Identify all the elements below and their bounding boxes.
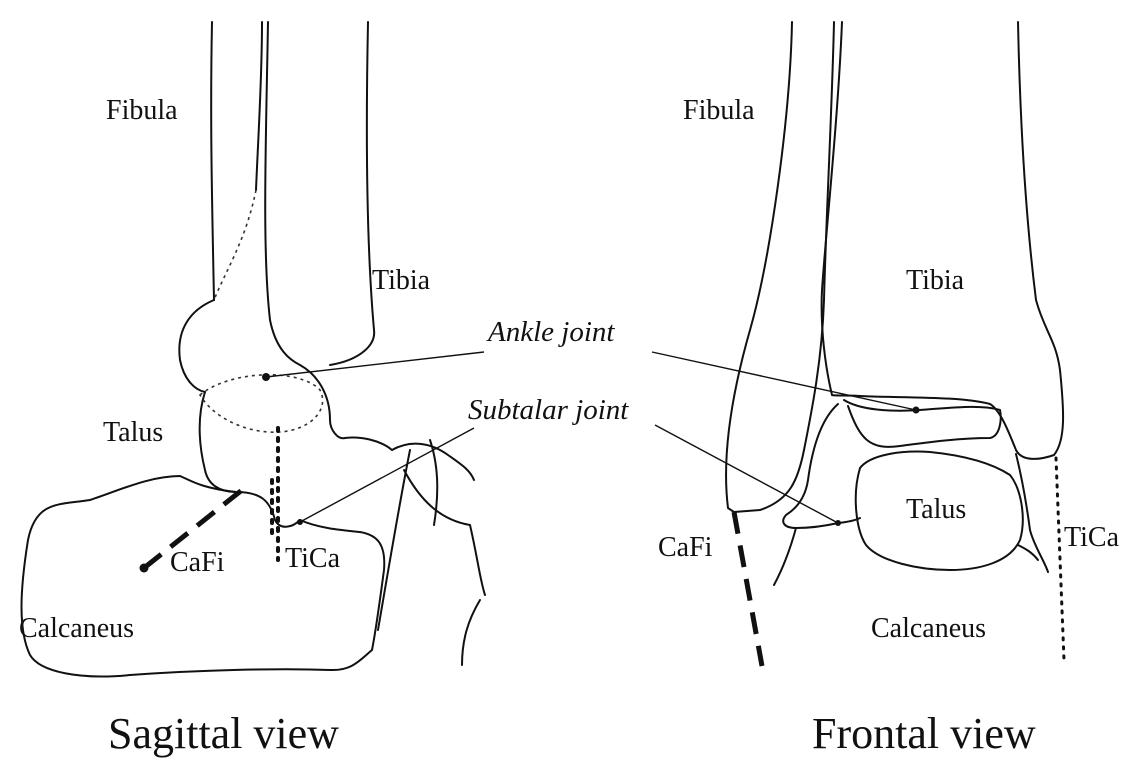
frontal-tibia-outline bbox=[820, 21, 1065, 460]
ankle-joint-leader-frontal bbox=[651, 351, 917, 411]
subtalar-joint-leader-sagittal bbox=[299, 427, 475, 523]
ankle-joint-label: Ankle joint bbox=[486, 316, 615, 348]
sagittal-cafi-line bbox=[142, 488, 244, 570]
joint-annotations: Ankle joint Subtalar joint bbox=[265, 316, 917, 524]
frontal-ankle-joint-point bbox=[912, 406, 920, 414]
sagittal-cafi-point bbox=[139, 563, 149, 573]
subtalar-joint-label: Subtalar joint bbox=[468, 394, 629, 426]
frontal-cafi-label: CaFi bbox=[658, 532, 713, 563]
frontal-view-title: Frontal view bbox=[812, 709, 1036, 758]
frontal-calcaneus-label: Calcaneus bbox=[871, 613, 986, 644]
frontal-tica-line bbox=[1054, 456, 1066, 662]
frontal-talus-outline bbox=[854, 450, 1024, 571]
frontal-view: Fibula Tibia Talus CaFi TiCa Calcaneus F… bbox=[658, 21, 1120, 758]
frontal-tibia-label: Tibia bbox=[906, 265, 965, 296]
sagittal-midfoot-outline bbox=[377, 439, 486, 666]
sagittal-fibula-outline bbox=[210, 21, 263, 301]
sagittal-view: Fibula Tibia Talus CaFi TiCa Calcaneus S… bbox=[19, 21, 486, 758]
sagittal-ankle-joint-hidden bbox=[198, 374, 324, 433]
frontal-cafi-line bbox=[731, 511, 765, 667]
sagittal-tibia-label: Tibia bbox=[372, 265, 431, 296]
frontal-subtalar-joint-point bbox=[835, 520, 841, 526]
sagittal-fibula-hidden-edge bbox=[213, 189, 257, 301]
frontal-calcaneus-edge bbox=[1017, 544, 1039, 561]
sagittal-fibula-label: Fibula bbox=[106, 95, 178, 126]
sagittal-tica-label: TiCa bbox=[285, 543, 341, 574]
sagittal-calcaneus-label: Calcaneus bbox=[19, 613, 134, 644]
sagittal-cafi-label: CaFi bbox=[170, 547, 225, 578]
frontal-fibula-label: Fibula bbox=[683, 95, 755, 126]
ankle-joint-leader-sagittal bbox=[265, 351, 485, 378]
sagittal-view-title: Sagittal view bbox=[108, 709, 339, 758]
frontal-fibula-outline bbox=[725, 21, 835, 513]
frontal-talus-dome bbox=[782, 399, 1002, 529]
frontal-tica-label: TiCa bbox=[1064, 522, 1120, 553]
frontal-talus-label: Talus bbox=[906, 494, 966, 525]
subtalar-joint-leader-frontal bbox=[654, 424, 839, 524]
sagittal-malleolus-outline bbox=[178, 299, 215, 393]
sagittal-tibia-outline bbox=[264, 21, 376, 366]
sagittal-calcaneus-outline bbox=[20, 475, 386, 678]
sagittal-talus-label: Talus bbox=[103, 417, 163, 448]
